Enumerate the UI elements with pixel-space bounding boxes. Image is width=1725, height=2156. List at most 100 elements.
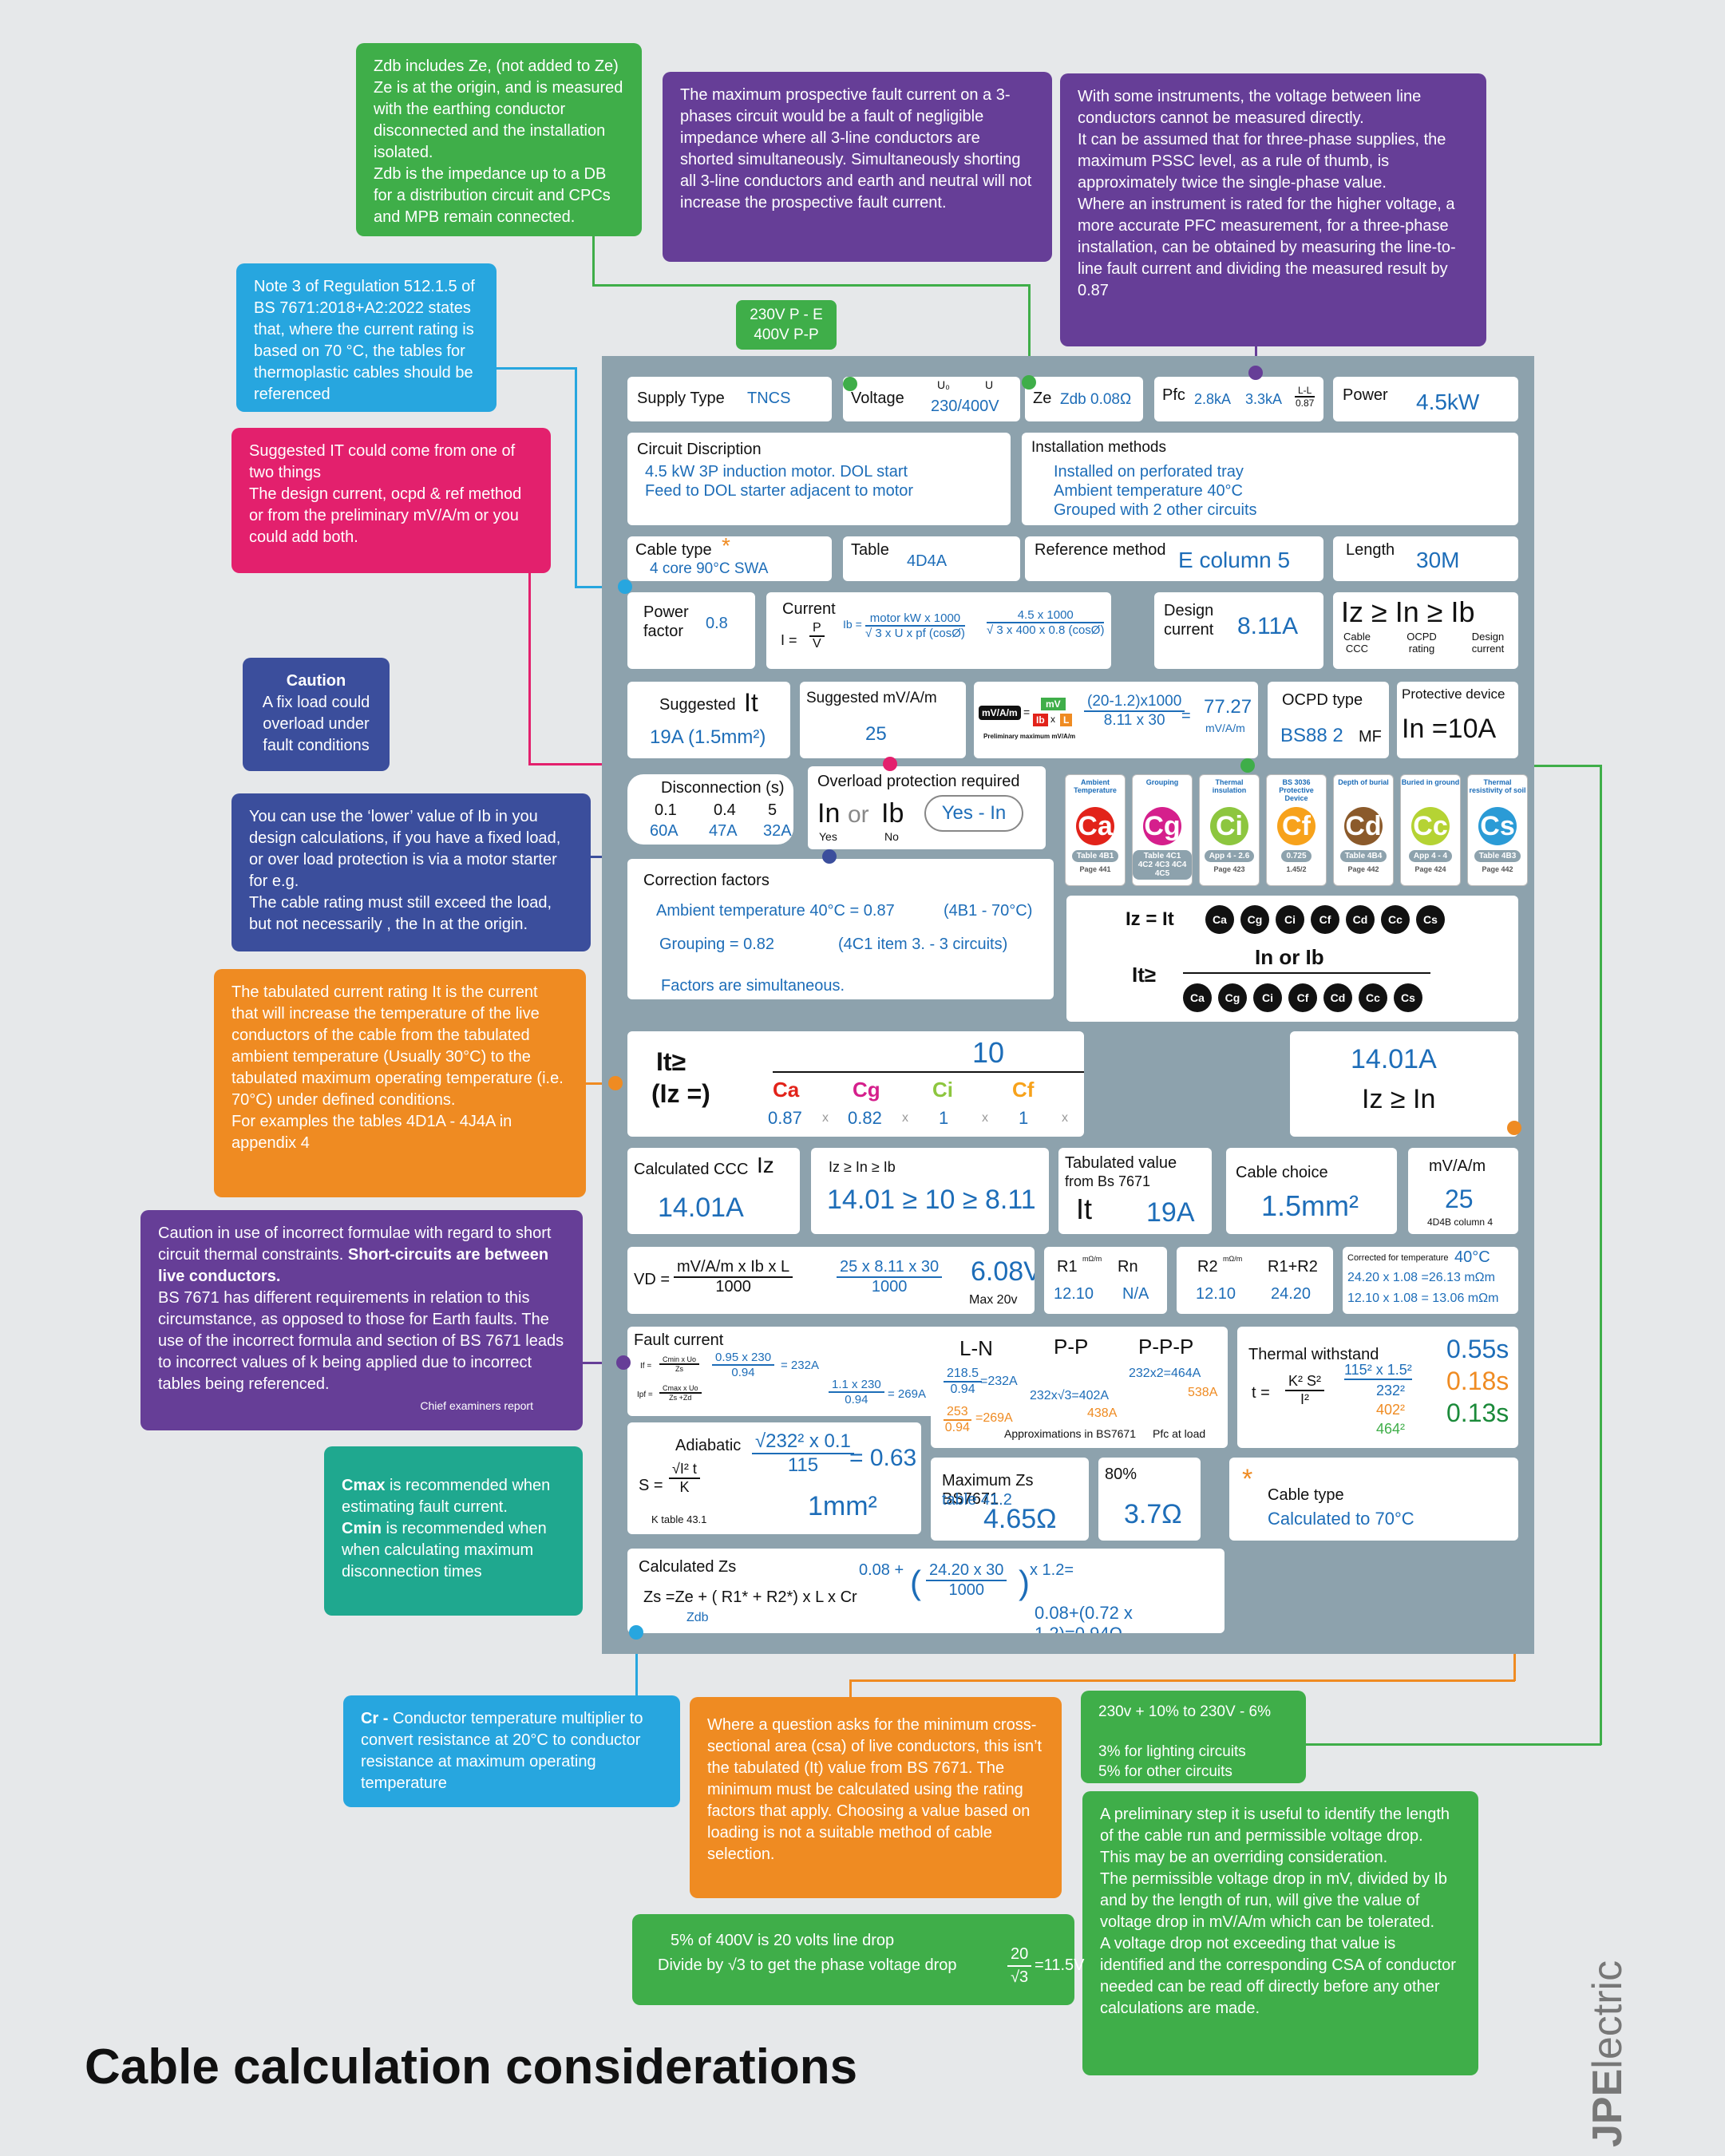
line-drop-text-1: 5% of 400V is 20 volts line drop — [671, 1932, 895, 1949]
ppp-value: 232x2=464A — [1129, 1367, 1201, 1380]
pfc-value-1: 2.8kA — [1194, 391, 1232, 407]
big-factor-value: 1 — [1019, 1108, 1029, 1128]
it-ge-label: It≥ — [1132, 963, 1157, 987]
calculated-zs-box: Calculated Zs Zs =Ze + ( R1* + R2*) x L … — [627, 1549, 1225, 1633]
protective-device-value: In =10A — [1402, 714, 1497, 744]
factor-symbol-ca: Ca — [1183, 983, 1212, 1012]
overload-yes-in-button[interactable]: Yes - In — [924, 795, 1023, 832]
ln-result-2: =269A — [975, 1411, 1013, 1425]
cmax-text: is recommended when estimating fault cur… — [342, 1477, 551, 1516]
circuit-line-1: 4.5 kW 3P induction motor. DOL start — [645, 463, 908, 481]
pfc-value-2: 3.3kA — [1245, 391, 1283, 407]
times-sign: x — [902, 1111, 908, 1125]
note-caution: Caution A fix load could overload under … — [243, 658, 390, 771]
factor-card-title: Thermal insulation — [1212, 778, 1247, 794]
ppp-value-2: 538A — [1188, 1386, 1218, 1399]
calculated-ccc-value: 14.01A — [658, 1193, 744, 1223]
line-drop-fraction: 20√3 — [1007, 1944, 1032, 1988]
r1-unit: mΩ/m — [1082, 1255, 1102, 1263]
paren-close: ) — [1019, 1564, 1030, 1601]
overload-or: or — [848, 801, 869, 828]
pp-value: 232x√3=402A — [1030, 1389, 1110, 1402]
factor-symbol-ci: Ci — [1276, 905, 1304, 934]
r1r2-label: R1+R2 — [1268, 1258, 1318, 1276]
supply-type-box: Supply Type TNCS — [627, 377, 832, 421]
length-value: 30M — [1416, 548, 1460, 572]
note-cmax: Cmax is recommended when estimating faul… — [324, 1446, 583, 1616]
in-or-ib-label: In or Ib — [1255, 945, 1324, 969]
big-it-label: It≥ — [656, 1047, 686, 1076]
correction-grouping: Grouping = 0.82 — [659, 936, 774, 953]
power-factor-label: Power — [643, 603, 689, 621]
ln-result: =232A — [980, 1375, 1018, 1388]
cable-choice-box: Cable choice 1.5mm² — [1226, 1148, 1397, 1234]
cable-type-note-box: * Cable type Calculated to 70°C — [1229, 1458, 1518, 1541]
tw-den-3: 464² — [1376, 1421, 1406, 1437]
factor-badge: Cg — [1143, 807, 1181, 845]
ocpd-type-box: OCPD type BS88 2 MF — [1268, 682, 1389, 758]
factor-card-title: Buried in ground — [1401, 778, 1460, 786]
ib-eq: Ib = — [843, 618, 862, 631]
design-current-value: 8.11A — [1237, 613, 1299, 639]
installation-box: Installation methods Installed on perfor… — [1022, 433, 1518, 525]
factor-badge: Cf — [1277, 807, 1316, 845]
big-factor-symbol: Ci — [932, 1078, 953, 1102]
big-factor-symbol: Cg — [853, 1078, 880, 1102]
installation-line-3: Grouped with 2 other circuits — [1054, 501, 1257, 519]
note-preliminary: A preliminary step it is useful to ident… — [1082, 1791, 1478, 2075]
table-label: Table — [851, 541, 889, 559]
tw-den-2: 402² — [1376, 1402, 1406, 1418]
big-factor-value: 0.87 — [768, 1108, 802, 1128]
factor-symbol-cs: Cs — [1394, 983, 1422, 1012]
dot — [883, 757, 897, 771]
ze-box: Ze Zdb 0.08Ω — [1025, 377, 1143, 421]
correction-grouping-ref: (4C1 item 3. - 3 circuits) — [838, 936, 1008, 953]
factor-card-page: 1.45/2 — [1286, 865, 1307, 873]
ib-fraction-2: 4.5 x 1000√ 3 x 400 x 0.8 (cosØ) — [987, 608, 1105, 637]
ocpd-mf: MF — [1359, 728, 1382, 746]
dot — [822, 849, 837, 864]
suggested-mv-label: Suggested mV/A/m — [806, 690, 937, 706]
factor-symbol-cg: Cg — [1240, 905, 1269, 934]
voltage-box: Voltage U₀ U 230/400V — [843, 377, 1020, 421]
l-badge: L — [1060, 714, 1073, 726]
connector — [849, 1679, 852, 1699]
pfc-at-load-label: Pfc at load — [1153, 1427, 1206, 1440]
correction-simultaneous: Factors are simultaneous. — [661, 977, 845, 995]
factor-symbol-cf: Cf — [1288, 983, 1317, 1012]
factor-symbol-cg: Cg — [1218, 983, 1247, 1012]
design-current-label: Design — [1164, 602, 1214, 619]
design-current-label-2: current — [1164, 621, 1214, 639]
design-current-box: Design current 8.11A — [1154, 592, 1323, 669]
disconnection-amp-2: 47A — [709, 822, 738, 840]
cr-text: Conductor temperature multiplier to conv… — [361, 1710, 643, 1792]
incorrect-text-1: Caution in use of incorrect formulae wit… — [158, 1224, 552, 1264]
mvam-table: 4D4B column 4 — [1427, 1216, 1494, 1228]
circuit-line-2: Feed to DOL starter adjacent to motor — [645, 482, 914, 500]
reference-method-label: Reference method — [1035, 541, 1166, 559]
connector — [635, 1633, 638, 1695]
voltage-label: Voltage — [851, 390, 904, 407]
fault-current-label: Fault current — [634, 1331, 724, 1349]
calculated-zs-formula: Zs =Ze + ( R1* + R2*) x L x Cr — [643, 1588, 857, 1606]
suggested-mv-value: 25 — [865, 723, 887, 745]
cable-choice-value: 1.5mm² — [1261, 1189, 1359, 1222]
cmax-label: Cmax — [342, 1477, 386, 1494]
connector — [575, 586, 623, 588]
big-fraction-bar — [773, 1071, 1084, 1073]
ib-fraction: motor kW x 1000√ 3 x U x pf (cosØ) — [865, 611, 965, 640]
note-incorrect-formulae: Caution in use of incorrect formulae wit… — [140, 1210, 583, 1430]
mv-box-eq: = — [1023, 706, 1031, 718]
overload-no: No — [884, 830, 899, 843]
